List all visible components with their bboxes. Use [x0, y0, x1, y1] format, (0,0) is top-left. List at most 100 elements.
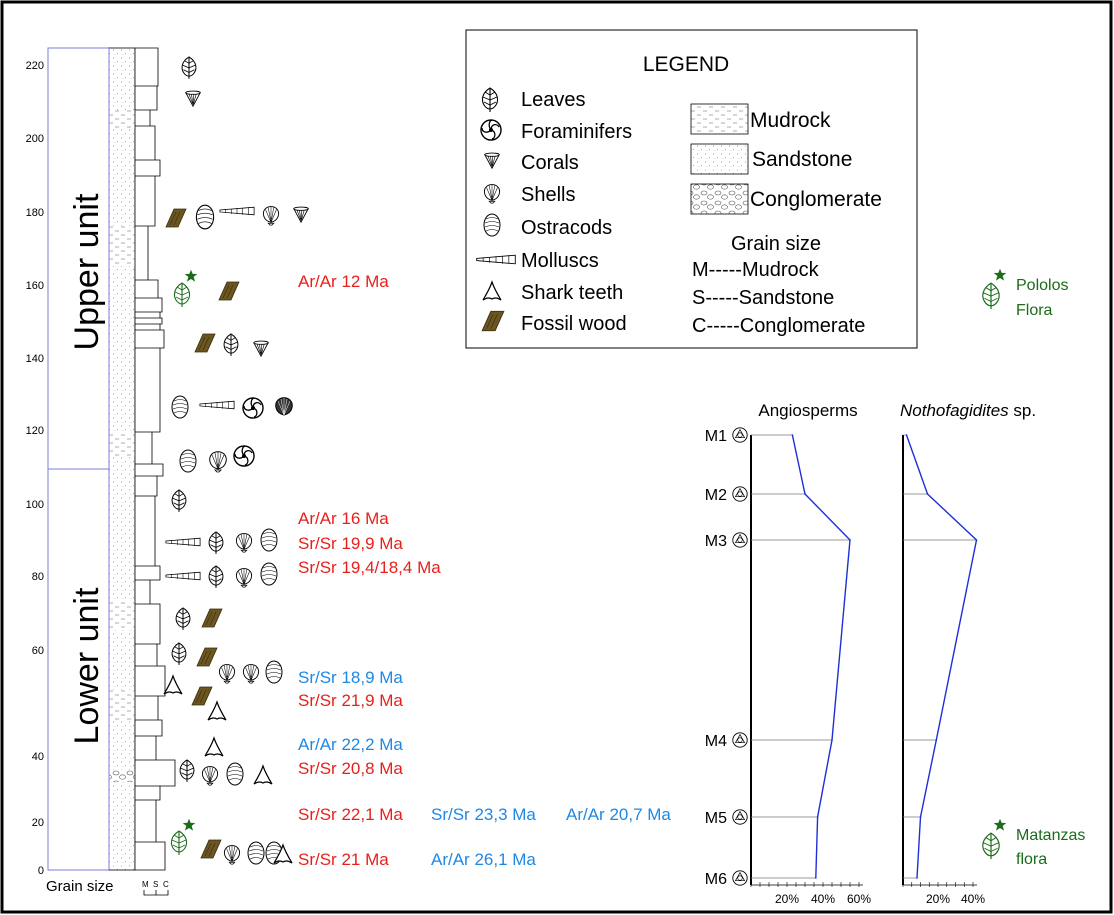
series-point: [816, 816, 819, 818]
flora-name: Flora: [1016, 302, 1053, 319]
age-label: Sr/Sr 19,4/18,4 Ma: [298, 558, 441, 577]
series-point: [916, 877, 918, 879]
ostracod-icon: [260, 528, 278, 552]
sample-marker-icon: [732, 870, 748, 886]
sample-label: M1: [705, 428, 727, 445]
nothofagidites-series-line: [905, 434, 978, 879]
nothofagidites-sp: sp.: [1009, 401, 1036, 420]
foraminifer-icon: [233, 445, 255, 467]
legend-item-label: Corals: [521, 152, 579, 174]
flora-name: Matanzas: [1016, 827, 1085, 844]
pollen-tick-label: 20%: [775, 892, 799, 906]
age-label: Sr/Sr 19,9 Ma: [298, 534, 403, 553]
legend-item-label: Fossil wood: [521, 313, 627, 335]
ostracod-icon: [483, 213, 501, 237]
sample-label: M5: [705, 810, 727, 827]
sample-marker-icon: [732, 532, 748, 548]
age-label: Sr/Sr 21 Ma: [298, 850, 389, 869]
flora-name: Pololos: [1016, 277, 1068, 294]
depth-tick-label: 20: [32, 817, 44, 829]
depth-axis: 0 20 40 60 80 100 120 140 160 180 200 22…: [26, 60, 44, 877]
depth-tick-label: 100: [26, 499, 44, 511]
sandstone-swatch: [690, 143, 749, 175]
lithologic-column: [108, 47, 176, 871]
series-point: [905, 434, 908, 436]
sample-marker-icon: [732, 427, 748, 443]
depth-tick-label: 140: [26, 353, 44, 365]
pollen-tick-label: 20%: [926, 892, 950, 906]
age-label: Ar/Ar 22,2 Ma: [298, 735, 403, 754]
grain-size-title: Grain size: [731, 233, 821, 255]
age-label: Ar/Ar 20,7 Ma: [566, 805, 671, 824]
legend-item-label: Leaves: [521, 89, 586, 111]
series-point: [831, 739, 833, 741]
angiosperms-series-line: [791, 434, 851, 879]
angiosperms-title: Angiosperms: [758, 401, 857, 420]
depth-tick-label: 200: [26, 133, 44, 145]
legend-lithology-label: Mudrock: [750, 109, 831, 132]
series-point: [926, 493, 929, 495]
age-label: Sr/Sr 22,1 Ma: [298, 805, 403, 824]
series-point: [791, 434, 794, 436]
ostracod-icon: [179, 449, 197, 473]
pollen-diagram: Angiosperms Nothofagidites sp. M1M2M3M4M…: [705, 401, 1036, 906]
flora-markers: Pololos Flora Matanzas flora: [982, 268, 1085, 868]
depth-tick-label: 220: [26, 60, 44, 72]
grain-letter-m: M: [142, 880, 149, 889]
nothofagidites-genus: Nothofagidites: [900, 401, 1009, 420]
age-label: Ar/Ar 16 Ma: [298, 509, 389, 528]
depth-tick-label: 0: [38, 865, 44, 877]
grain-letter-s: S: [153, 880, 158, 889]
grain-letter-c: C: [163, 880, 169, 889]
depth-tick-label: 180: [26, 207, 44, 219]
series-point: [975, 539, 978, 541]
age-label: Ar/Ar 26,1 Ma: [431, 850, 536, 869]
ostracod-icon: [247, 841, 265, 865]
ostracod-icon: [226, 762, 244, 786]
depth-tick-label: 80: [32, 571, 44, 583]
legend-item-label: Foraminifers: [521, 121, 632, 143]
sample-label: M6: [705, 871, 727, 888]
legend-item-label: Ostracods: [521, 217, 612, 239]
sample-label: M2: [705, 487, 727, 504]
sample-label: M3: [705, 533, 727, 550]
grain-size-line: C-----Conglomerate: [692, 315, 865, 337]
series-point: [804, 493, 806, 495]
depth-tick-label: 160: [26, 280, 44, 292]
legend-item-label: Shark teeth: [521, 282, 623, 304]
age-label: Sr/Sr 20,8 Ma: [298, 759, 403, 778]
series-point: [849, 539, 851, 541]
grain-size-label: Grain size: [46, 878, 114, 895]
depth-tick-label: 40: [32, 751, 44, 763]
grain-size-line: M-----Mudrock: [692, 259, 820, 281]
age-label: Ar/Ar 12 Ma: [298, 272, 389, 291]
conglomerate-swatch: [690, 183, 749, 215]
foraminifer-icon: [242, 397, 264, 419]
grain-size-scale: Grain size M S C: [46, 878, 169, 896]
legend-item-label: Shells: [521, 184, 575, 206]
grain-size-line: S-----Sandstone: [692, 287, 834, 309]
age-label: Sr/Sr 21,9 Ma: [298, 691, 403, 710]
pollen-tick-label: 60%: [847, 892, 871, 906]
shell-icon: [275, 397, 293, 416]
pollen-tick-label: 40%: [811, 892, 835, 906]
flora-name: flora: [1016, 851, 1047, 868]
unit-boxes: Upper unit Lower unit: [47, 47, 110, 871]
legend-title: LEGEND: [643, 53, 729, 76]
sample-marker-icon: [732, 732, 748, 748]
upper-unit-label: Upper unit: [68, 193, 106, 350]
series-point: [815, 877, 817, 879]
series-point: [935, 739, 938, 741]
nothofagidites-title: Nothofagidites sp.: [900, 401, 1036, 420]
sample-marker-icon: [732, 486, 748, 502]
depth-tick-label: 60: [32, 645, 44, 657]
pollen-tick-label: 40%: [961, 892, 985, 906]
sample-label: M4: [705, 733, 727, 750]
lower-unit-label: Lower unit: [68, 587, 106, 744]
ostracod-icon: [195, 204, 215, 230]
legend: LEGEND Leaves Foraminifers Corals Shells…: [465, 29, 918, 349]
age-label: Sr/Sr 23,3 Ma: [431, 805, 536, 824]
ostracod-icon: [171, 395, 189, 419]
